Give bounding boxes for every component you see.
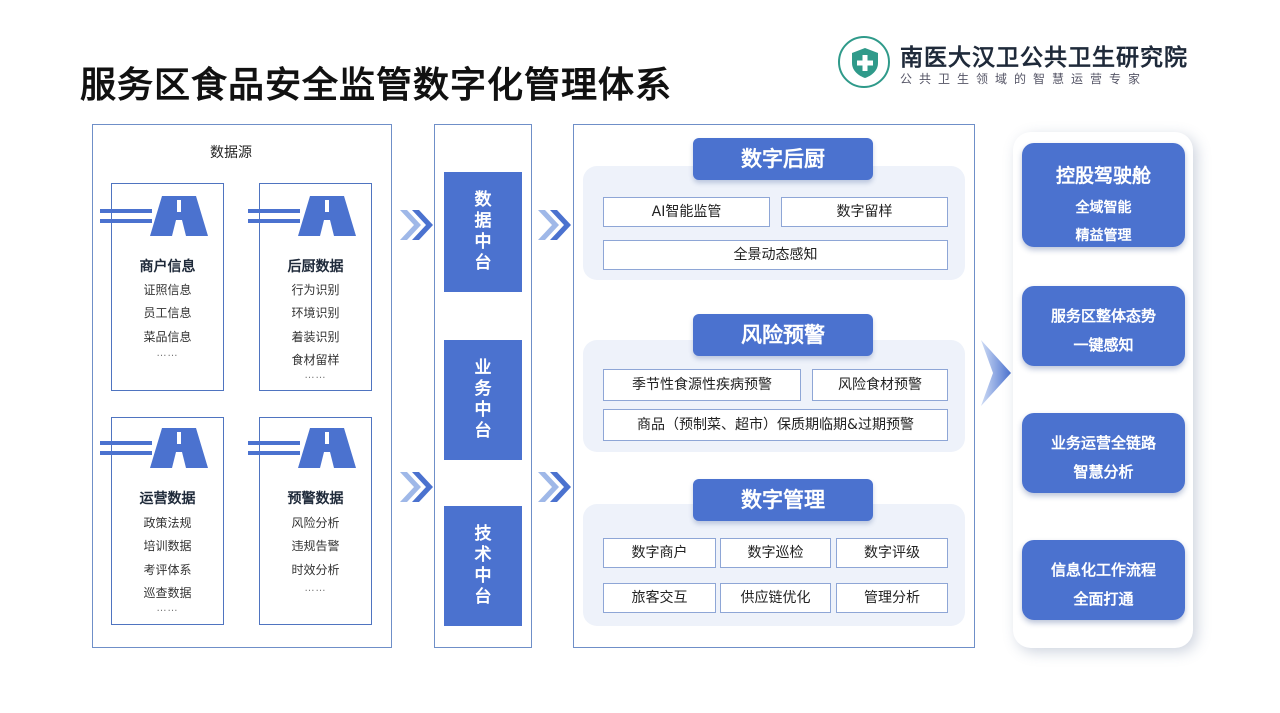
outcome-line: 一键感知 — [1073, 336, 1134, 354]
block-char: 中 — [474, 566, 492, 586]
card-more: …… — [304, 583, 327, 594]
card-item: 着装识别 — [291, 330, 340, 344]
card-title: 预警数据 — [287, 491, 344, 507]
block-char: 数 — [474, 190, 492, 210]
panoramic-sensing-box: 全景动态感知 — [603, 240, 948, 270]
card-item: 政策法规 — [143, 516, 192, 530]
data-source-card-operation: 运营数据 政策法规 培训数据 考评体系 巡查数据 …… — [100, 417, 224, 625]
data-source-card-warning: 预警数据 风险分析 违规告警 时效分析 …… — [248, 417, 372, 625]
traveler-interaction-box: 旅客交互 — [603, 583, 716, 613]
block-char: 业 — [474, 358, 492, 378]
card-title: 商户信息 — [139, 259, 196, 275]
org-name: 南医大汉卫公共卫生研究院 — [900, 44, 1188, 71]
outcome-line: 服务区整体态势 — [1050, 307, 1156, 325]
block-char: 中 — [474, 400, 492, 420]
chevron-double-right-icon — [400, 472, 433, 502]
outcome-line: 业务运营全链路 — [1050, 434, 1156, 452]
data-source-card-merchant: 商户信息 证照信息 员工信息 菜品信息 …… — [100, 183, 224, 391]
data-platform-block: 数 据 中 台 — [444, 172, 522, 292]
block-char: 台 — [474, 587, 492, 607]
outcome-line: 全域智能 — [1075, 200, 1132, 216]
block-char: 技 — [474, 524, 492, 544]
seasonal-disease-warning-box: 季节性食源性疾病预警 — [603, 369, 801, 401]
digital-rating-box: 数字评级 — [836, 538, 948, 568]
card-item: 证照信息 — [143, 283, 192, 297]
data-source-card-kitchen: 后厨数据 行为识别 环境识别 着装识别 食材留样 …… — [248, 183, 372, 391]
card-more: …… — [156, 603, 179, 614]
card-item: 巡查数据 — [143, 586, 192, 600]
chevron-double-right-icon — [400, 210, 433, 240]
digital-merchant-box: 数字商户 — [603, 538, 716, 568]
chevron-double-right-icon — [538, 210, 571, 240]
card-item: 时效分析 — [291, 563, 340, 577]
page-title: 服务区食品安全监管数字化管理体系 — [80, 65, 673, 106]
management-analysis-box: 管理分析 — [836, 583, 948, 613]
digital-kitchen-title: 数字后厨 — [693, 138, 873, 180]
card-item: 考评体系 — [143, 563, 192, 577]
card-item: 风险分析 — [291, 516, 340, 530]
card-more: …… — [156, 348, 179, 359]
highway-icon — [248, 196, 356, 236]
outcome-line: 智慧分析 — [1073, 463, 1134, 481]
logo-icon — [838, 36, 890, 88]
card-item: 培训数据 — [143, 539, 192, 553]
shelf-life-warning-box: 商品（预制菜、超市）保质期临期&过期预警 — [603, 409, 948, 441]
digital-inspection-box: 数字巡检 — [720, 538, 831, 568]
risk-warning-title: 风险预警 — [693, 314, 873, 356]
digital-management-title: 数字管理 — [693, 479, 873, 521]
card-title: 后厨数据 — [287, 259, 344, 275]
block-char: 台 — [474, 421, 492, 441]
supply-chain-box: 供应链优化 — [720, 583, 831, 613]
card-item: 环境识别 — [291, 306, 340, 320]
card-item: 食材留样 — [291, 353, 340, 367]
highway-icon — [248, 428, 356, 468]
outcome-card-cockpit: 控股驾驶舱 全域智能 精益管理 — [1022, 143, 1185, 247]
block-char: 台 — [474, 253, 492, 273]
shield-cross-icon — [852, 48, 878, 78]
outcome-card-workflow: 信息化工作流程 全面打通 — [1022, 540, 1185, 620]
block-char: 术 — [474, 545, 492, 565]
risk-ingredient-warning-box: 风险食材预警 — [812, 369, 948, 401]
tech-platform-block: 技 术 中 台 — [444, 506, 522, 626]
card-item: 员工信息 — [143, 306, 192, 320]
data-source-title: 数据源 — [210, 145, 252, 161]
card-title: 运营数据 — [139, 491, 196, 507]
block-char: 中 — [474, 232, 492, 252]
card-more: …… — [304, 370, 327, 381]
org-logo-block: 南医大汉卫公共卫生研究院 公共卫生领域的智慧运营专家 — [838, 36, 1258, 92]
outcome-line: 全面打通 — [1073, 590, 1134, 608]
business-platform-block: 业 务 中 台 — [444, 340, 522, 460]
card-item: 违规告警 — [291, 539, 340, 553]
outcome-line: 精益管理 — [1075, 228, 1132, 244]
org-slogan: 公共卫生领域的智慧运营专家 — [900, 72, 1148, 86]
highway-icon — [100, 196, 208, 236]
chevron-double-right-icon — [538, 472, 571, 502]
highway-icon — [100, 428, 208, 468]
digital-sample-box: 数字留样 — [781, 197, 948, 227]
outcome-line: 信息化工作流程 — [1050, 561, 1156, 579]
arrow-right-icon — [981, 340, 1011, 406]
block-char: 务 — [474, 379, 492, 399]
block-char: 据 — [474, 211, 492, 231]
outcome-heading: 控股驾驶舱 — [1055, 165, 1151, 187]
card-item: 行为识别 — [291, 283, 340, 297]
outcome-card-analysis: 业务运营全链路 智慧分析 — [1022, 413, 1185, 493]
ai-supervision-box: AI智能监管 — [603, 197, 770, 227]
outcome-card-situation: 服务区整体态势 一键感知 — [1022, 286, 1185, 366]
card-item: 菜品信息 — [143, 330, 192, 344]
